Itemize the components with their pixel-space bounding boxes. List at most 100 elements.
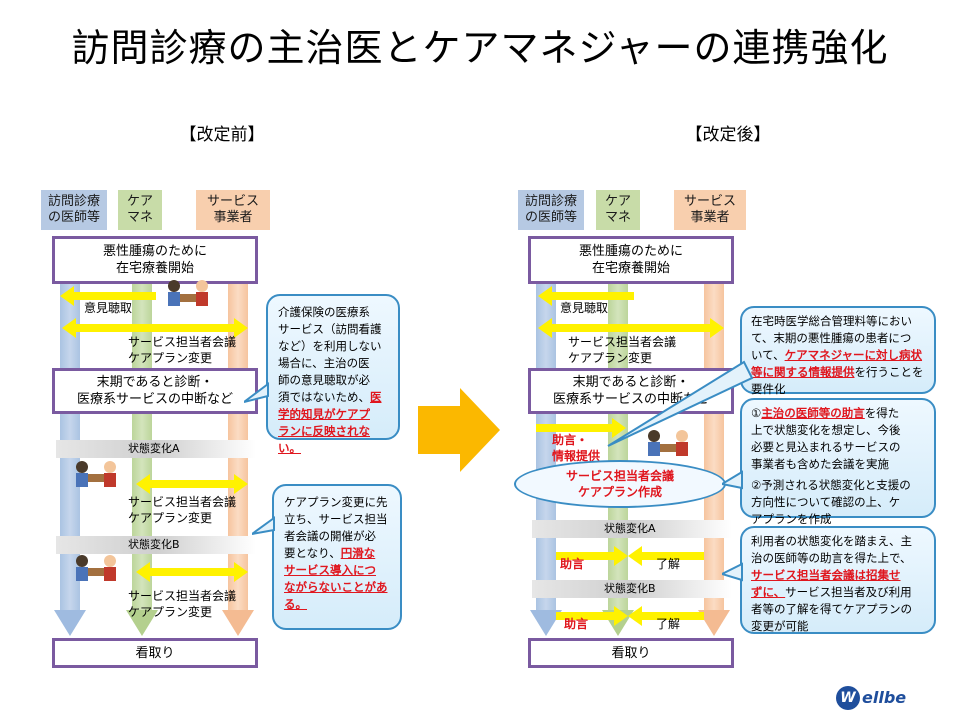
advice-arrow: [556, 606, 628, 626]
bubble-line: 者等の了解を得てケアプランの: [751, 602, 912, 616]
bubble-line: ケアプラン変更に先: [284, 495, 388, 509]
advice-arrow: [536, 418, 626, 438]
before-header-doctor: 訪問診療の医師等: [41, 190, 107, 230]
box-line: 在宅療養開始: [115, 261, 194, 276]
before-note-bubble-1: 介護保険の医療系 サービス（訪問看護 など）を利用しない 場合に、主治の医 師の…: [266, 294, 400, 455]
consent-label-a: 了解: [656, 557, 681, 571]
after-meeting-ellipse: サービス担当者会議 ケアプラン作成: [514, 460, 726, 508]
bubble-line: 必要と見込まれるサービスの: [751, 440, 901, 454]
bubble-line: 介護保険の医療系: [278, 305, 370, 319]
after-state-a: 状態変化A: [532, 520, 732, 538]
box-line: 医療系サービスの中断など: [76, 392, 233, 407]
bubble-red-text: サービス担当者会議は招集せ: [751, 568, 901, 582]
before-diagnosis-box: 末期であると診断・ 医療系サービスの中断など: [52, 368, 258, 414]
transition-arrow: [418, 388, 500, 472]
bubble-pointer: [607, 360, 754, 447]
bubble-red-text: ずに、: [751, 585, 786, 599]
bubble-line: 変更が可能: [751, 619, 809, 633]
bubble-pointer: [244, 382, 269, 403]
bubble-line: 治の医師等の助言を得た上で、: [751, 551, 912, 565]
before-end-box: 看取り: [52, 638, 258, 668]
after-end-box: 看取り: [528, 638, 734, 668]
meeting-people-icon: [76, 461, 116, 487]
meeting3-line1: サービス担当者会議: [128, 589, 237, 603]
before-note-bubble-2: ケアプラン変更に先 立ち、サービス担当 者会議の開催が必 要となり、円滑な サー…: [272, 484, 402, 630]
opinion-arrow: [60, 286, 156, 306]
meeting3-arrow: [136, 562, 248, 582]
box-line: 末期であると診断・: [96, 375, 214, 390]
bubble-line: アプランを作成: [751, 512, 832, 526]
bubble-line: サービス（訪問看護: [278, 322, 382, 336]
after-note-bubble-1: 在宅時医学総合管理料等におい て、末期の悪性腫瘍の患者につ いて、ケアマネジャー…: [740, 306, 936, 396]
bubble-red-text: 医: [370, 390, 382, 404]
ellipse-line: サービス担当者会議: [565, 469, 674, 483]
meeting2-line1: サービス担当者会議: [128, 495, 237, 509]
bubble-line: 須ではないため、: [278, 390, 370, 404]
opinion-label: 意見聴取: [560, 301, 609, 315]
meeting2-arrow: [136, 474, 248, 494]
bubble-red-text: 等に関する情報提供: [751, 365, 855, 379]
bubble-red-text: ながらないことがあ: [284, 580, 388, 594]
opinion-arrow: [538, 286, 634, 306]
before-state-a: 状態変化A: [56, 440, 256, 458]
bubble-red-text: 学的知見がケアプ: [278, 407, 370, 421]
bubble-pointer: [722, 562, 743, 582]
advice-info-line1: 助言・: [552, 433, 589, 447]
bubble-line: サービス担当者及び利用: [785, 585, 912, 599]
header-text: サービス事業者: [206, 194, 259, 225]
before-start-box: 悪性腫瘍のために 在宅療養開始: [52, 236, 258, 284]
opinion-label: 意見聴取: [84, 301, 133, 315]
consent-arrow: [628, 546, 704, 566]
advice-arrow: [556, 546, 628, 566]
header-text: 訪問診療の医師等: [524, 194, 577, 225]
header-text: サービス事業者: [683, 194, 736, 225]
after-note-bubble-2: ①主治の医師等の助言を得た 上で状態変化を想定し、今後 必要と見込まれるサービス…: [740, 398, 936, 526]
after-header-doctor: 訪問診療の医師等: [518, 190, 584, 230]
bubble-red-text: ケアマネジャーに対し病状: [784, 348, 923, 362]
after-header-service: サービス事業者: [674, 190, 746, 230]
after-note-bubble-3: 利用者の状態変化を踏まえ、主 治の医師等の助言を得た上で、 サービス担当者会議は…: [740, 526, 936, 634]
bubble-line: 師の意見聴取が必: [278, 373, 370, 387]
bubble-line: 要となり、: [284, 546, 341, 560]
meeting1-line2: ケアプラン変更: [568, 351, 653, 365]
after-diagnosis-box: 末期であると診断・ 医療系サービスの中断など: [528, 368, 734, 414]
before-header-caremanager: ケアマネ: [118, 190, 162, 230]
bubble-pointer: [252, 516, 275, 535]
box-line: 悪性腫瘍のために: [578, 244, 683, 259]
meeting2-line2: ケアプラン変更: [128, 511, 213, 525]
bubble-line: て、末期の悪性腫瘍の患者につ: [751, 331, 912, 345]
header-text: ケアマネ: [126, 194, 153, 225]
header-text: ケアマネ: [604, 194, 631, 225]
bubble-line: 上で状態変化を想定し、今後: [751, 423, 901, 437]
bubble-line: いて、: [751, 348, 785, 362]
before-header-service: サービス事業者: [196, 190, 270, 230]
before-state-b: 状態変化B: [56, 536, 256, 554]
box-line: 在宅療養開始: [591, 261, 670, 276]
wellbe-logo-icon: W: [836, 686, 860, 710]
after-start-box: 悪性腫瘍のために 在宅療養開始: [528, 236, 734, 284]
after-state-b: 状態変化B: [532, 580, 732, 598]
bubble-red-text: ランに反映されない。: [278, 424, 370, 455]
logo-text: ellbe: [862, 688, 907, 707]
box-line: 末期であると診断・: [572, 375, 690, 390]
meeting-people-icon: [76, 555, 116, 581]
page-title: 訪問診療の主治医とケアマネジャーの連携強化: [71, 26, 889, 70]
advice-label-a: 助言: [560, 557, 585, 571]
box-line: 悪性腫瘍のために: [102, 244, 207, 259]
bubble-line: 要件化: [751, 382, 786, 396]
bubble-red-text: 円滑な: [340, 546, 376, 560]
bubble-line: 在宅時医学総合管理料等におい: [751, 314, 912, 328]
bubble-red-text: サービス導入につ: [284, 563, 376, 577]
meeting1-line1: サービス担当者会議: [568, 335, 677, 349]
bubble-line: ①: [751, 406, 762, 420]
meeting-people-icon: [168, 280, 208, 306]
after-label: 【改定後】: [685, 125, 771, 145]
bubble-line: 方向性について確認の上、ケ: [751, 495, 901, 509]
consent-label-b: 了解: [656, 617, 681, 631]
advice-info-line2: 情報提供: [552, 449, 601, 463]
box-line: 医療系サービスの中断など: [552, 392, 709, 407]
bubble-line: 立ち、サービス担当: [284, 512, 388, 526]
meeting3-line2: ケアプラン変更: [128, 605, 213, 619]
bubble-line: 者会議の開催が必: [284, 529, 376, 543]
bubble-red-text: る。: [284, 597, 307, 611]
